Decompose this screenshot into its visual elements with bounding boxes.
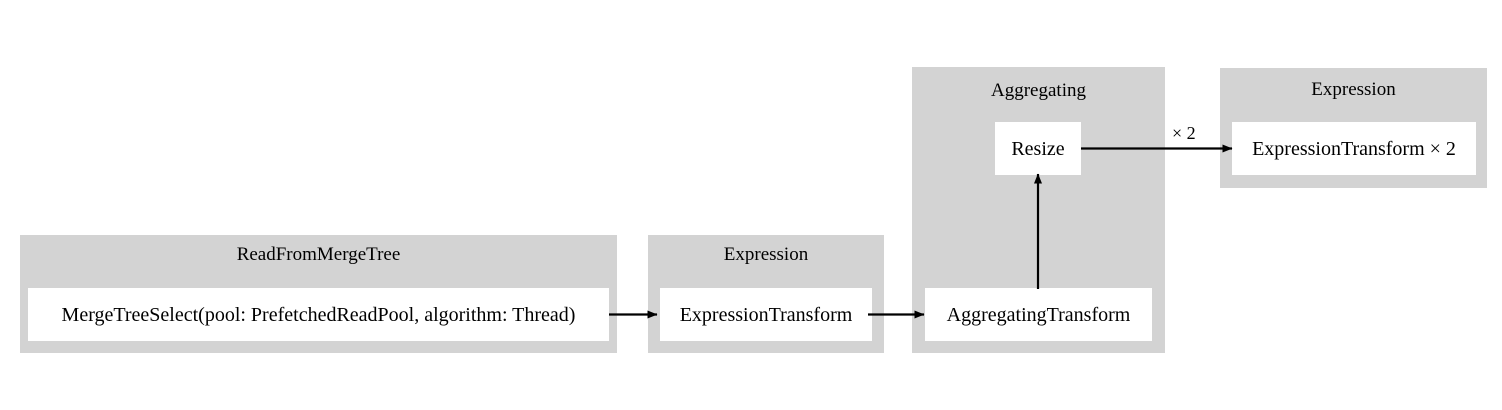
node-merge-tree-select[interactable]: MergeTreeSelect(pool: PrefetchedReadPool… — [28, 288, 609, 341]
cluster-title-expression-2: Expression — [1311, 79, 1396, 100]
cluster-title-expression-1: Expression — [723, 244, 809, 265]
node-label-expression-transform-x2: ExpressionTransform × 2 — [1252, 137, 1456, 160]
node-resize[interactable]: Resize — [995, 122, 1081, 175]
node-label-merge-tree-select: MergeTreeSelect(pool: PrefetchedReadPool… — [61, 303, 576, 326]
cluster-expression-1: Expression ExpressionTransform — [648, 235, 884, 353]
node-aggregating-transform[interactable]: AggregatingTransform — [925, 288, 1152, 341]
node-label-resize: Resize — [1011, 137, 1065, 160]
node-expression-transform-x2[interactable]: ExpressionTransform × 2 — [1232, 122, 1476, 175]
cluster-expression-2: Expression ExpressionTransform × 2 — [1220, 68, 1487, 188]
cluster-title-aggregating: Aggregating — [991, 80, 1086, 101]
node-label-aggregating-transform: AggregatingTransform — [946, 303, 1131, 326]
cluster-aggregating: Aggregating Resize AggregatingTransform — [912, 67, 1165, 353]
cluster-read-from-merge-tree: ReadFromMergeTree MergeTreeSelect(pool: … — [20, 235, 617, 353]
cluster-title-read-from-merge-tree: ReadFromMergeTree — [236, 244, 401, 265]
node-label-expression-transform: ExpressionTransform — [679, 303, 853, 326]
edge-label-resize-to-expression-transform-x2: × 2 — [1172, 123, 1196, 143]
node-expression-transform[interactable]: ExpressionTransform — [660, 288, 872, 341]
